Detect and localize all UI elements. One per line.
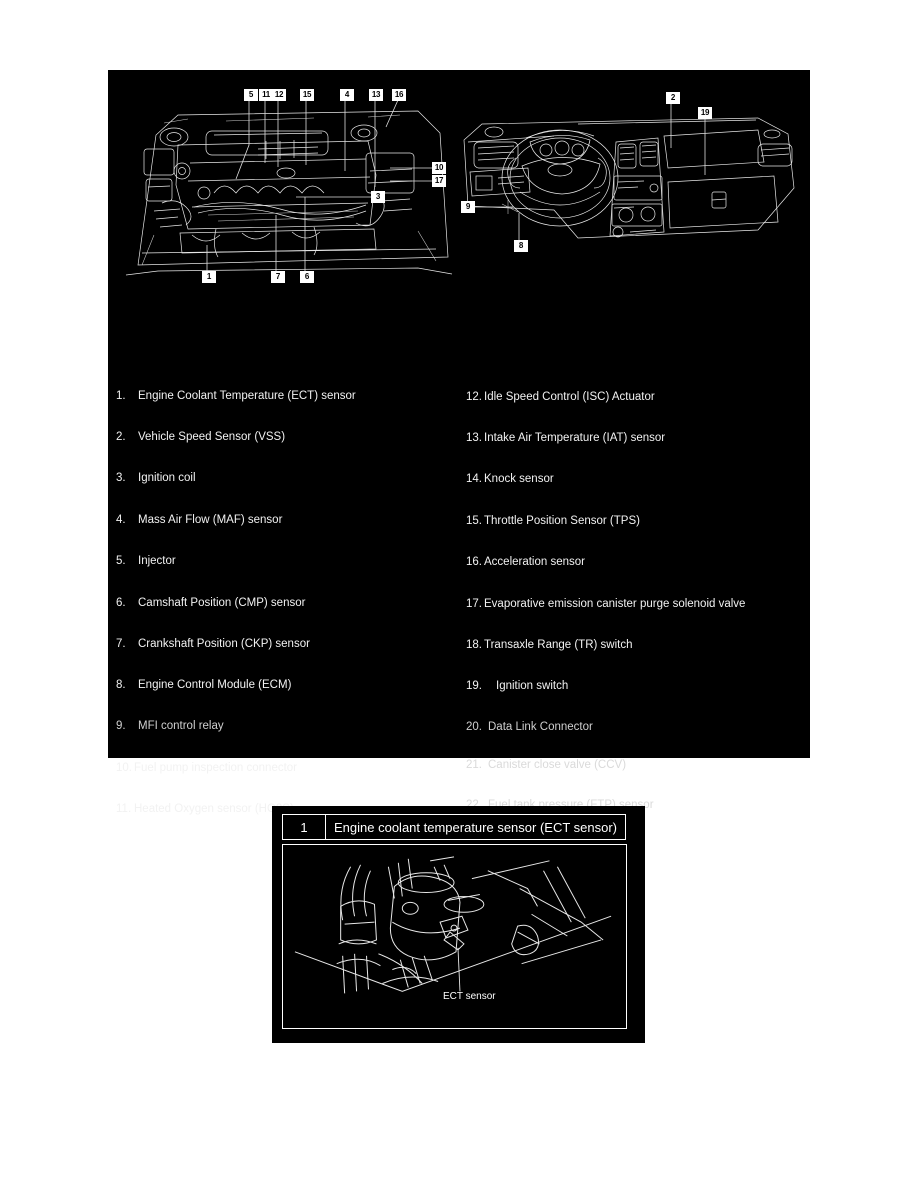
legend-number: 15. — [466, 515, 482, 527]
legend-label: Transaxle Range (TR) switch — [484, 639, 633, 651]
figure-title: Engine coolant temperature sensor (ECT s… — [326, 814, 627, 840]
callout-1: 1 — [202, 271, 216, 283]
legend-label: Mass Air Flow (MAF) sensor — [138, 514, 283, 526]
legend-item-16: 16.Acceleration sensor — [466, 555, 585, 569]
legend-label: Heated Oxygen sensor (HO2S) — [134, 803, 294, 815]
legend-item-2: 2. Vehicle Speed Sensor (VSS) — [116, 430, 285, 444]
callout-9: 9 — [461, 201, 475, 213]
legend-item-21: 21. Canister close valve (CCV) — [466, 758, 626, 772]
callout-17: 17 — [432, 175, 446, 187]
figure-header: 1 Engine coolant temperature sensor (ECT… — [282, 814, 627, 840]
legend-number: 5. — [116, 555, 126, 567]
legend-label: Evaporative emission canister purge sole… — [484, 598, 746, 610]
legend-label: Camshaft Position (CMP) sensor — [138, 597, 306, 609]
legend-item-12: 12.Idle Speed Control (ISC) Actuator — [466, 390, 655, 404]
callout-6: 6 — [300, 271, 314, 283]
legend-number: 6. — [116, 597, 126, 609]
component-location-panel: 5 11 12 15 4 13 16 10 17 3 1 7 6 — [108, 70, 810, 815]
callout-15: 15 — [300, 89, 314, 101]
legend-item-6: 6. Camshaft Position (CMP) sensor — [116, 596, 305, 610]
legend-label: MFI control relay — [138, 720, 224, 732]
legend-item-1: 1. Engine Coolant Temperature (ECT) senso… — [116, 389, 356, 403]
legend-number: 1. — [116, 390, 126, 402]
legend-number: 11. — [116, 803, 132, 815]
callout-10: 10 — [432, 162, 446, 174]
legend-item-14: 14.Knock sensor — [466, 472, 554, 486]
legend-item-18: 18.Transaxle Range (TR) switch — [466, 638, 632, 652]
legend-number: 7. — [116, 638, 126, 650]
legend-item-20: 20. Data Link Connector — [466, 720, 593, 734]
ect-sensor-illustration: ECT sensor — [282, 844, 627, 1029]
legend-label: Data Link Connector — [488, 721, 593, 733]
legend-number: 20. — [466, 721, 482, 733]
legend-item-9: 9. MFI control relay — [116, 719, 224, 733]
callout-2: 2 — [666, 92, 680, 104]
legend-number: 13. — [466, 432, 482, 444]
legend-item-7: 7. Crankshaft Position (CKP) sensor — [116, 637, 310, 651]
legend-label: Vehicle Speed Sensor (VSS) — [138, 431, 286, 443]
legend-label: Ignition switch — [496, 680, 569, 692]
legend-item-11: 11.Heated Oxygen sensor (HO2S) — [116, 802, 294, 816]
ect-sensor-callout-label: ECT sensor — [443, 991, 496, 1002]
callout-16: 16 — [392, 89, 406, 101]
legend-item-10: 10.Fuel pump inspection connector — [116, 761, 297, 775]
legend-label: Crankshaft Position (CKP) sensor — [138, 638, 310, 650]
legend-item-3: 3. Ignition coil — [116, 471, 196, 485]
legend-number: 14. — [466, 473, 482, 485]
callout-4: 4 — [340, 89, 354, 101]
legend-label: Acceleration sensor — [484, 556, 585, 568]
instrument-panel-diagram: 2 19 9 8 — [458, 80, 803, 275]
callout-19: 19 — [698, 107, 712, 119]
legend-number: 12. — [466, 391, 482, 403]
callout-5: 5 — [244, 89, 258, 101]
dash-callout-leaders — [473, 103, 706, 240]
callout-3: 3 — [371, 191, 385, 203]
legend-number: 4. — [116, 514, 126, 526]
legend-item-4: 4. Mass Air Flow (MAF) sensor — [116, 513, 282, 527]
legend-item-5: 5. Injector — [116, 554, 176, 568]
legend-number: 10. — [116, 762, 132, 774]
callout-12: 12 — [272, 89, 286, 101]
legend-number: 9. — [116, 720, 126, 732]
legend-item-15: 15.Throttle Position Sensor (TPS) — [466, 514, 640, 528]
legend-label: Intake Air Temperature (IAT) sensor — [484, 432, 666, 444]
legend-label: Engine Coolant Temperature (ECT) sensor — [138, 390, 356, 402]
legend-label: Throttle Position Sensor (TPS) — [484, 515, 640, 527]
legend-label: Knock sensor — [484, 473, 554, 485]
callout-8: 8 — [514, 240, 528, 252]
engine-callout-leaders — [206, 99, 432, 271]
legend-label: Injector — [138, 555, 176, 567]
legend-number: 21. — [466, 759, 482, 771]
legend-number: 19. — [466, 680, 482, 692]
legend-number: 2. — [116, 431, 126, 443]
figure-number-box: 1 — [282, 814, 326, 840]
legend-item-17: 17.Evaporative emission canister purge s… — [466, 597, 745, 611]
callout-13: 13 — [369, 89, 383, 101]
legend-label: Engine Control Module (ECM) — [138, 679, 292, 691]
callout-7: 7 — [271, 271, 285, 283]
legend-label: Canister close valve (CCV) — [488, 759, 627, 771]
component-legend: 1. Engine Coolant Temperature (ECT) senso… — [108, 310, 810, 815]
legend-item-8: 8. Engine Control Module (ECM) — [116, 678, 291, 692]
legend-item-19: 19. Ignition switch — [466, 679, 568, 693]
engine-compartment-diagram: 5 11 12 15 4 13 16 10 17 3 1 7 6 — [118, 75, 458, 290]
legend-label: Fuel pump inspection connector — [134, 762, 298, 774]
legend-label: Ignition coil — [138, 472, 196, 484]
legend-number: 16. — [466, 556, 482, 568]
legend-number: 3. — [116, 472, 126, 484]
legend-number: 8. — [116, 679, 126, 691]
callout-11: 11 — [259, 89, 273, 101]
legend-number: 17. — [466, 598, 482, 610]
legend-number: 18. — [466, 639, 482, 651]
legend-label: Idle Speed Control (ISC) Actuator — [484, 391, 655, 403]
legend-item-13: 13.Intake Air Temperature (IAT) sensor — [466, 431, 665, 445]
ect-sensor-figure-panel: 1 Engine coolant temperature sensor (ECT… — [272, 806, 645, 1043]
